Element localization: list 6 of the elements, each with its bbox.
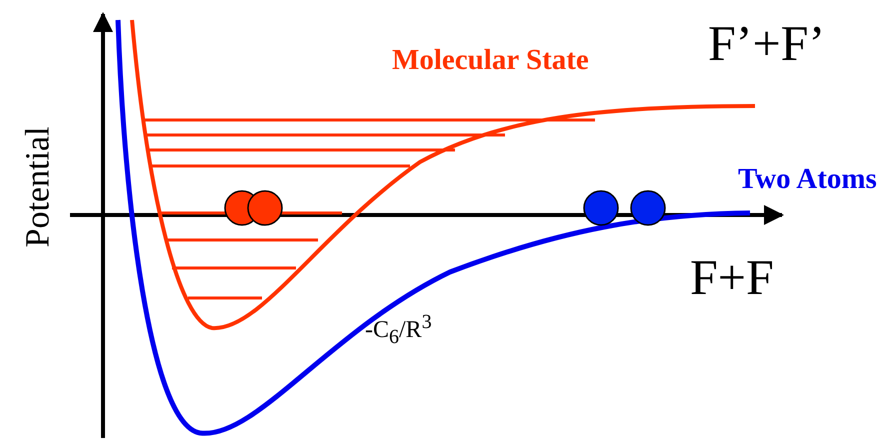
axis-title: Potential <box>21 126 56 248</box>
curve-label: Molecular State <box>392 46 589 75</box>
formula-label: -C$_{6}$/R$^{3}$ <box>365 312 432 347</box>
curve-label: Two Atoms <box>738 165 877 194</box>
asymptote-label: F’+F’ <box>708 18 826 68</box>
asymptote-label: F+F <box>690 252 774 302</box>
